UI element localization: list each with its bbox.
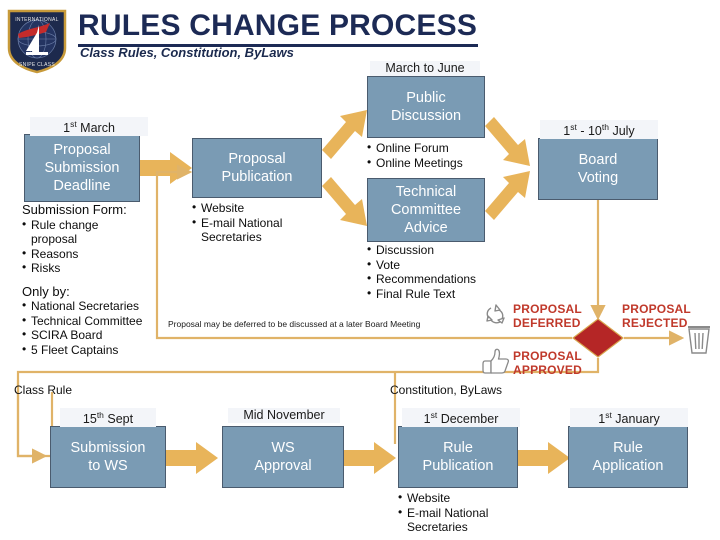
block-arrows [140,110,570,474]
list-item: Recommendations [367,271,517,287]
box-technical-committee-advice[interactable]: Technical Committee Advice [367,178,485,242]
box-label: Proposal Publication [221,151,293,185]
box-public-discussion[interactable]: Public Discussion [367,76,485,138]
caption-first-december: 1st December [402,408,520,428]
list-item: Online Forum [367,140,507,156]
list-item: 5 Fleet Captains [22,342,182,358]
bullet-list: Website E-mail National Secretaries [398,490,548,535]
bullets-public-discussion: Online Forum Online Meetings [367,140,507,171]
snipe-class-logo: INTERNATIONAL SNIPE CLASS [7,9,67,74]
box-ws-approval[interactable]: WS Approval [222,426,344,488]
list-item: Technical Committee [22,313,182,329]
list-item: Reasons [22,246,182,262]
page-subtitle: Class Rules, Constitution, ByLaws [80,45,294,60]
caption-first-january: 1st January [570,408,688,428]
list-item: National Secretaries [22,298,182,314]
box-proposal-publication[interactable]: Proposal Publication [192,138,322,198]
bullet-list: Website E-mail National Secretaries [192,200,332,245]
bullets-heading-2: Only by: [22,283,70,299]
list-item: Vote [367,257,517,273]
list-item: Discussion [367,242,517,258]
label-class-rule: Class Rule [14,383,73,397]
caption-first-tenth-july: 1st - 10th July [540,120,658,140]
list-item: Risks [22,260,182,276]
bullets-technical-committee: Discussion Vote Recommendations Final Ru… [367,242,517,302]
box-label: Rule Application [592,440,664,474]
box-rule-publication[interactable]: Rule Publication [398,426,518,488]
outcome-deferred-label: PROPOSAL DEFERRED [513,302,582,330]
list-item: Rule change proposal [22,217,182,247]
box-rule-application[interactable]: Rule Application [568,426,688,488]
list-item: E-mail National Secretaries [398,505,548,535]
caption-first-march: 1st March [30,117,148,137]
list-item: E-mail National Secretaries [192,215,332,245]
box-label: Rule Publication [422,440,494,474]
svg-text:INTERNATIONAL: INTERNATIONAL [15,17,59,23]
bullets-submission-form: Submission Form: Rule change proposal Re… [22,202,182,358]
page-title: RULES CHANGE PROCESS [78,9,478,42]
bullets-rule-publication: Website E-mail National Secretaries [398,490,548,535]
caption-march-to-june: March to June [370,61,480,76]
box-label: Board Voting [577,152,619,186]
recycle-icon [486,304,505,324]
bullet-list-2: National Secretaries Technical Committee… [22,298,182,358]
title-underline [78,44,478,47]
list-item: Website [398,490,548,506]
caption-fifteenth-sept: 15th Sept [60,408,156,428]
deferred-note: Proposal may be deferred to be discussed… [168,319,421,329]
list-item: Final Rule Text [367,286,517,302]
caption-mid-november: Mid November [228,408,340,423]
box-label: Submission to WS [70,440,146,474]
svg-text:SNIPE CLASS: SNIPE CLASS [19,62,55,68]
trash-can-icon [688,326,710,354]
box-label: Proposal Submission Deadline [44,142,120,194]
outcome-approved-label: PROPOSAL APPROVED [513,349,582,377]
bullets-heading: Submission Form: [22,202,127,217]
bullet-list: Online Forum Online Meetings [367,140,507,171]
box-proposal-submission-deadline[interactable]: Proposal Submission Deadline [24,134,140,202]
list-item: Online Meetings [367,155,507,171]
thumbs-up-icon [482,348,510,374]
box-submission-to-ws[interactable]: Submission to WS [50,426,166,488]
box-label: Technical Committee Advice [390,184,462,236]
label-constitution-bylaws: Constitution, ByLaws [390,383,503,397]
list-item: SCIRA Board [22,327,182,343]
box-label: Public Discussion [390,90,462,124]
bullet-list: Discussion Vote Recommendations Final Ru… [367,242,517,302]
decision-diamond[interactable] [572,318,624,358]
bullets-proposal-publication: Website E-mail National Secretaries [192,200,332,245]
list-item: Website [192,200,332,216]
box-board-voting[interactable]: Board Voting [538,138,658,200]
outcome-rejected-label: PROPOSAL REJECTED [622,302,691,330]
box-label: WS Approval [254,440,312,474]
bullet-list: Rule change proposal Reasons Risks [22,217,182,276]
